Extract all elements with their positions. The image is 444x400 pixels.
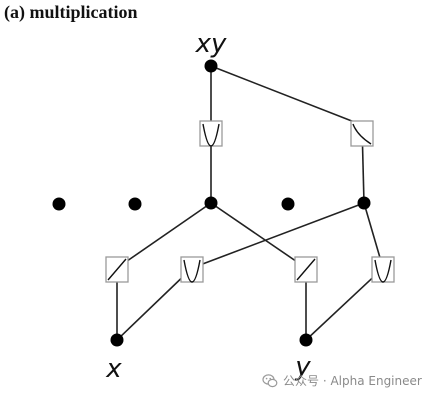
watermark-text: 公众号 · Alpha Engineer bbox=[283, 374, 422, 388]
activation-parabola-out-left bbox=[199, 120, 223, 147]
activation-linear-y-h3 bbox=[294, 256, 318, 283]
edge-x-h5-lower bbox=[116, 267, 193, 341]
edge-y-h5-lower bbox=[305, 267, 384, 341]
node-hidden-3 bbox=[204, 196, 218, 210]
node-input-y bbox=[299, 333, 313, 347]
activation-descending-out-right bbox=[350, 120, 374, 147]
activation-parabola-y-h5 bbox=[371, 256, 395, 283]
label-input-y: y bbox=[294, 352, 311, 382]
node-output bbox=[204, 59, 218, 73]
edge-y-h3-upper bbox=[210, 202, 307, 269]
edges bbox=[116, 65, 384, 341]
edge-x-h3-upper bbox=[116, 202, 212, 269]
edge-out-right bbox=[210, 65, 363, 126]
edge-x-h5-upper bbox=[191, 202, 365, 269]
node-hidden-2 bbox=[128, 197, 142, 211]
wechat-icon bbox=[262, 373, 278, 387]
node-hidden-5 bbox=[357, 196, 371, 210]
label-input-x: x bbox=[105, 354, 122, 384]
node-hidden-1 bbox=[52, 197, 66, 211]
node-input-x bbox=[110, 333, 124, 347]
watermark: 公众号 · Alpha Engineer bbox=[262, 372, 422, 389]
diagram-title: (a) multiplication bbox=[4, 2, 138, 22]
label-output-xy: xy bbox=[195, 29, 227, 59]
node-hidden-4 bbox=[281, 197, 295, 211]
activation-parabola-x-h5 bbox=[180, 256, 204, 283]
activation-linear-x-h3 bbox=[105, 256, 129, 283]
